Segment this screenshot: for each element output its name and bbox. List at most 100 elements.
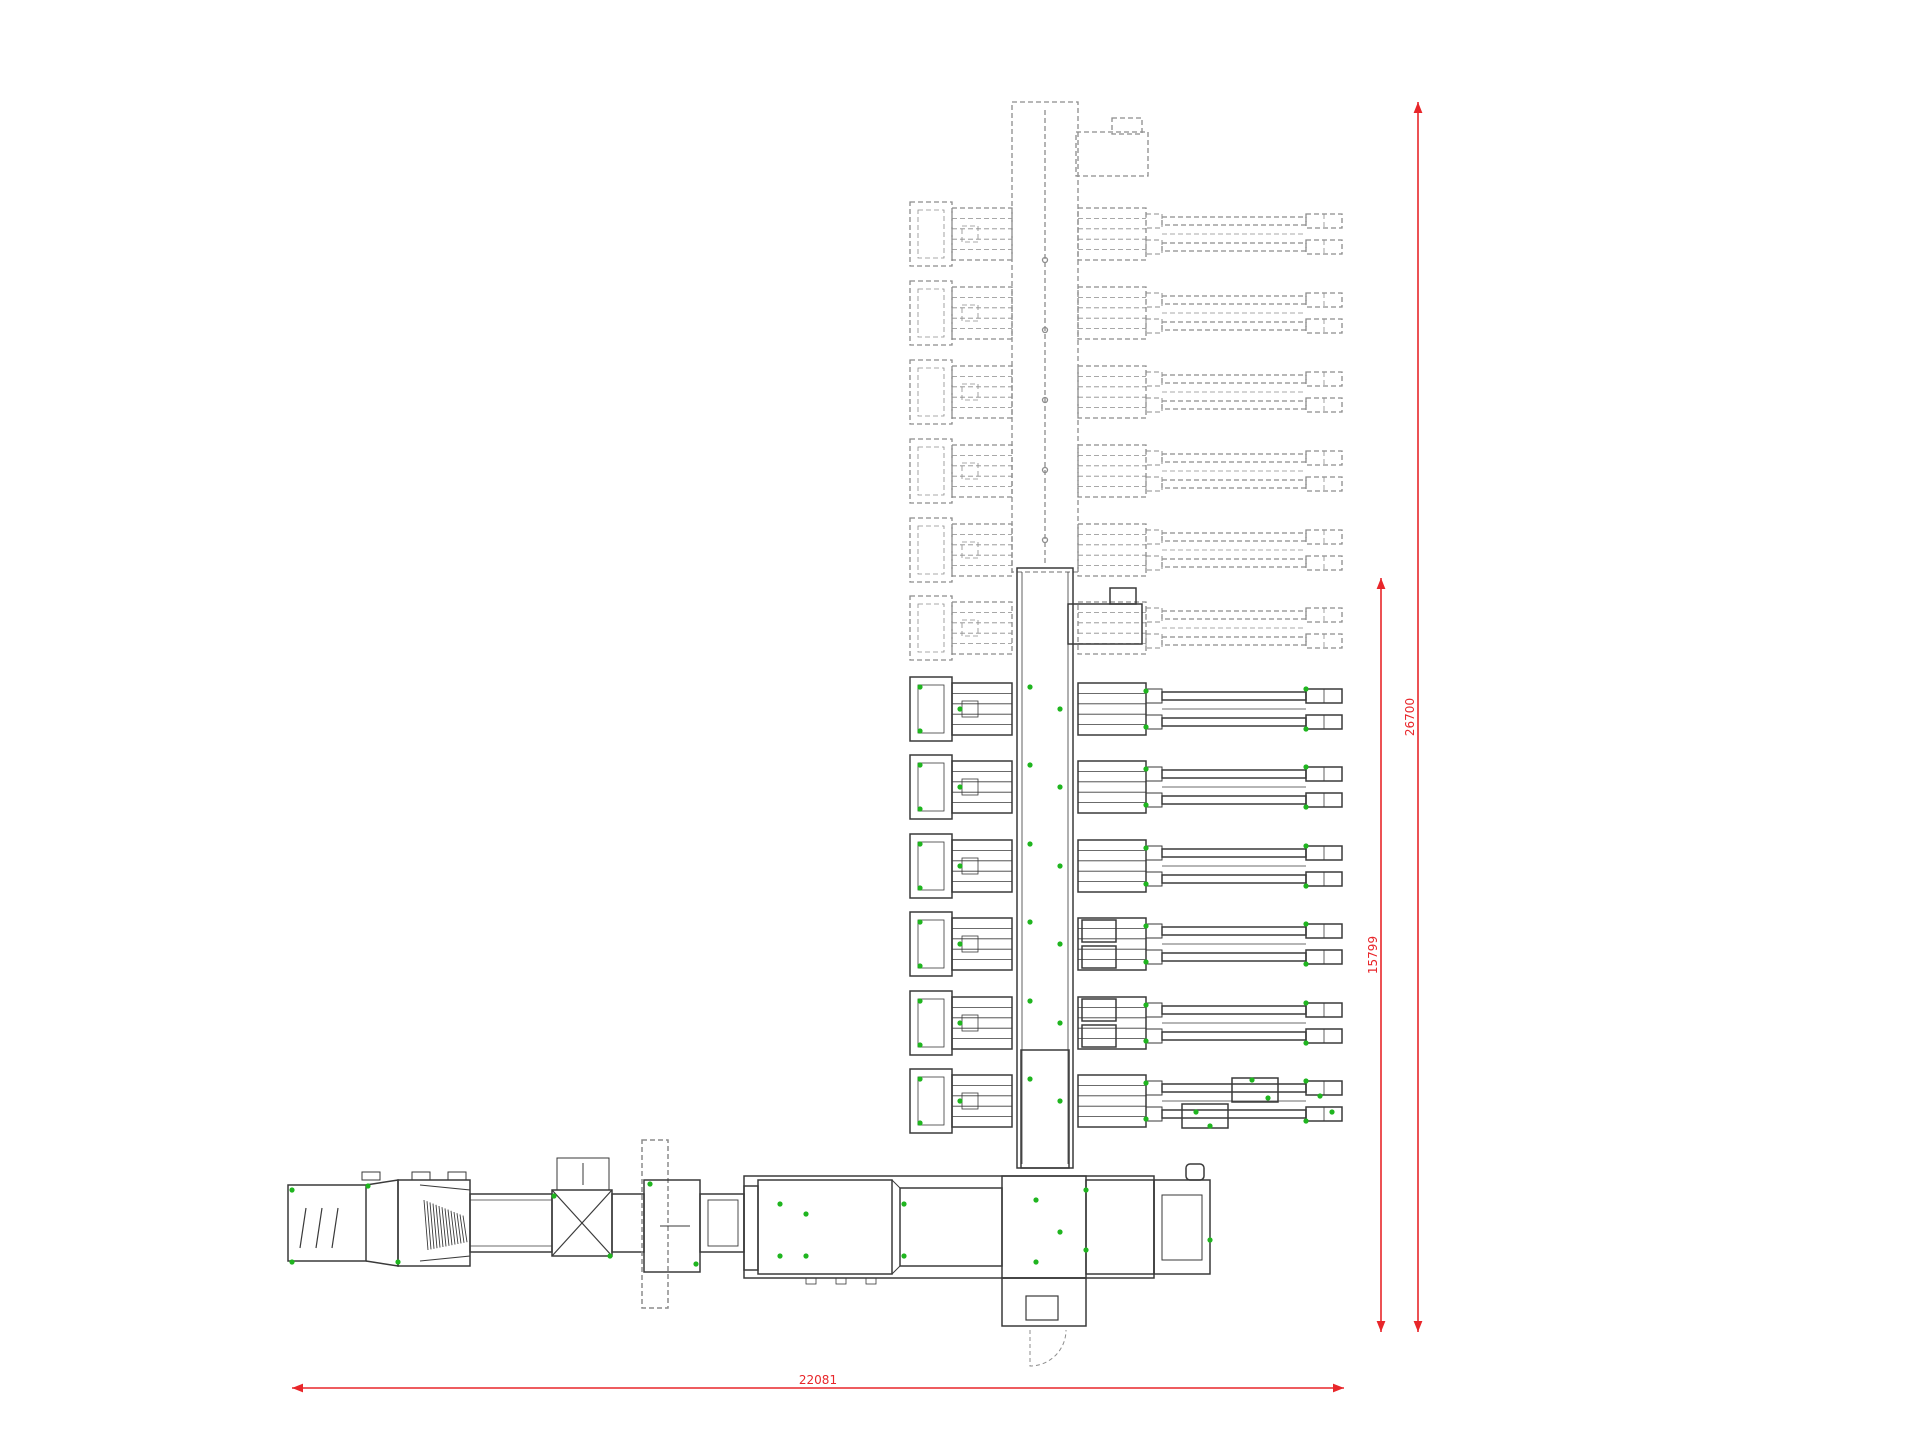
installed-station-cabinet bbox=[909, 990, 953, 1056]
sensor-marker bbox=[1143, 959, 1149, 965]
maintenance-platform bbox=[1001, 1277, 1087, 1327]
sensor-markers bbox=[289, 684, 1335, 1267]
planned-station-1 bbox=[909, 201, 1343, 267]
sensor-marker bbox=[777, 1201, 783, 1207]
installed-station-right-rails bbox=[1077, 917, 1147, 971]
sensor-marker bbox=[917, 1120, 923, 1126]
planned-station-right-rails bbox=[1077, 286, 1147, 340]
sensor-marker bbox=[917, 1076, 923, 1082]
sensor-marker bbox=[1303, 1078, 1309, 1084]
sensor-marker bbox=[1303, 804, 1309, 810]
planned-swing-unit bbox=[641, 1139, 669, 1309]
section-height-dimension-label: 15799 bbox=[1366, 936, 1380, 974]
platform-door bbox=[1025, 1295, 1059, 1321]
sensor-marker bbox=[1265, 1095, 1271, 1101]
planned-station-fork-arm bbox=[1161, 216, 1307, 226]
sensor-marker bbox=[917, 919, 923, 925]
sensor-marker bbox=[607, 1253, 613, 1259]
planned-station-6 bbox=[909, 595, 1343, 661]
sensor-marker bbox=[289, 1187, 295, 1193]
planned-station-cabinet bbox=[909, 280, 953, 346]
planned-station-fork-arm bbox=[1161, 636, 1307, 646]
sensor-marker bbox=[957, 1098, 963, 1104]
planned-station-fork-arm bbox=[1161, 532, 1307, 542]
planned-station-2 bbox=[909, 280, 1343, 346]
infeed-feeder bbox=[397, 1179, 471, 1267]
sensor-marker bbox=[1143, 1116, 1149, 1122]
sensor-marker bbox=[1143, 845, 1149, 851]
sensor-marker bbox=[1057, 784, 1063, 790]
station-actuator bbox=[1081, 945, 1117, 969]
installed-station-fork-arm bbox=[1161, 926, 1307, 936]
sensor-marker bbox=[1027, 1076, 1033, 1082]
transfer-tower bbox=[1001, 1175, 1087, 1279]
sensor-marker bbox=[1027, 684, 1033, 690]
sensor-marker bbox=[1027, 919, 1033, 925]
planned-station-left-rails bbox=[951, 523, 1013, 577]
sensor-marker bbox=[917, 684, 923, 690]
width-dimension-label: 22081 bbox=[799, 1373, 837, 1387]
sensor-marker bbox=[693, 1261, 699, 1267]
installed-station-right-rails bbox=[1077, 996, 1147, 1050]
installed-station-3 bbox=[909, 833, 1343, 899]
sensor-marker bbox=[1303, 1000, 1309, 1006]
sensor-marker bbox=[803, 1211, 809, 1217]
sensor-marker bbox=[957, 941, 963, 947]
installed-station-fork-arm bbox=[1161, 952, 1307, 962]
installed-station-left-rails bbox=[951, 996, 1013, 1050]
sensor-marker bbox=[1303, 843, 1309, 849]
planned-station-left-rails bbox=[951, 365, 1013, 419]
installed-station-2 bbox=[909, 754, 1343, 820]
sensor-marker bbox=[1303, 686, 1309, 692]
planned-station-fork-arm bbox=[1161, 453, 1307, 463]
installed-station-cabinet bbox=[909, 911, 953, 977]
sensor-marker bbox=[1303, 726, 1309, 732]
sensor-marker bbox=[917, 841, 923, 847]
planned-extension-section bbox=[909, 101, 1343, 661]
sensor-marker bbox=[1057, 1229, 1063, 1235]
planned-conveyor-roller-pin bbox=[1041, 326, 1049, 334]
installed-station-left-rails bbox=[951, 917, 1013, 971]
sensor-marker bbox=[1057, 863, 1063, 869]
main-horizontal-machine bbox=[743, 1175, 1155, 1279]
sensor-marker bbox=[1193, 1109, 1199, 1115]
planned-station-right-rails bbox=[1077, 444, 1147, 498]
infeed-conveyor bbox=[469, 1193, 553, 1253]
installed-station-cabinet bbox=[909, 754, 953, 820]
installed-station-fork-arm bbox=[1161, 795, 1307, 805]
sensor-marker bbox=[917, 806, 923, 812]
installed-station-fork-arm bbox=[1161, 1005, 1307, 1015]
sensor-marker bbox=[917, 963, 923, 969]
planned-station-fork-arm bbox=[1161, 242, 1307, 252]
sensor-marker bbox=[1057, 941, 1063, 947]
installed-station-cabinet bbox=[909, 1068, 953, 1134]
sensor-marker bbox=[1303, 883, 1309, 889]
installed-station-fork-arm bbox=[1161, 717, 1307, 727]
sensor-marker bbox=[1303, 961, 1309, 967]
sensor-marker bbox=[777, 1253, 783, 1259]
installed-station-right-rails bbox=[1077, 839, 1147, 893]
planned-main-conveyor bbox=[1011, 101, 1079, 573]
station-actuator bbox=[1081, 919, 1117, 943]
sensor-marker bbox=[1143, 688, 1149, 694]
planned-station-right-rails bbox=[1077, 523, 1147, 577]
sensor-marker bbox=[365, 1183, 371, 1189]
installed-station-4 bbox=[909, 911, 1343, 977]
sensor-marker bbox=[1303, 764, 1309, 770]
sensor-marker bbox=[1057, 1098, 1063, 1104]
planned-station-fork-arm bbox=[1161, 479, 1307, 489]
planned-station-3 bbox=[909, 359, 1343, 425]
sensor-marker bbox=[395, 1259, 401, 1265]
sensor-marker bbox=[917, 885, 923, 891]
sensor-marker bbox=[957, 863, 963, 869]
sensor-marker bbox=[1143, 1002, 1149, 1008]
sensor-marker bbox=[957, 706, 963, 712]
total-height-dimension-label: 26700 bbox=[1403, 698, 1417, 736]
dimension-lines bbox=[292, 102, 1423, 1393]
installed-station-fork-arm bbox=[1161, 1109, 1307, 1119]
transfer-unit bbox=[1067, 603, 1143, 645]
installed-station-fork-arm bbox=[1161, 874, 1307, 884]
sensor-marker bbox=[957, 1020, 963, 1026]
sensor-marker bbox=[1027, 998, 1033, 1004]
